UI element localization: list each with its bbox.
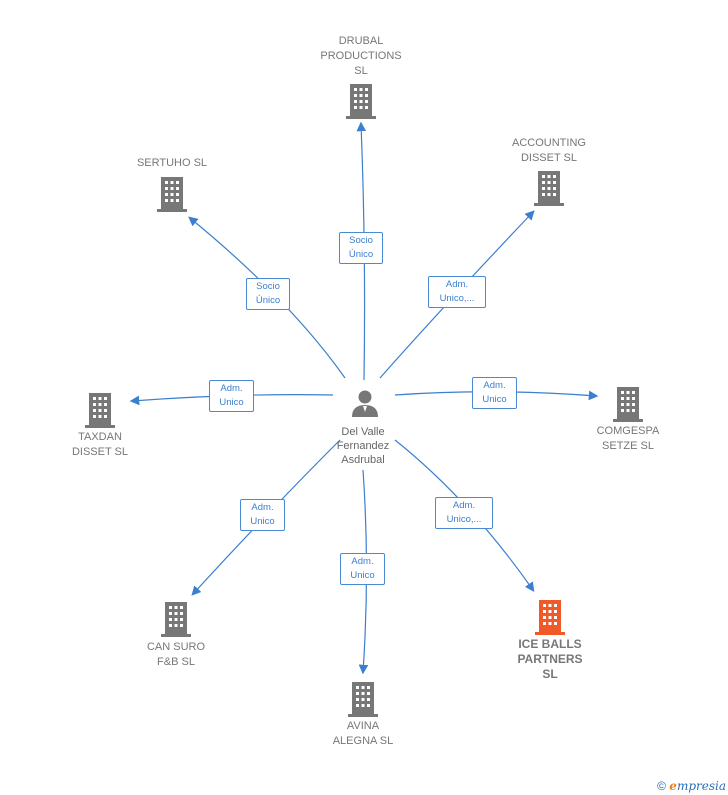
edge-label-comgespa[interactable]: Adm.Unico <box>472 377 517 409</box>
edge-label-taxdan[interactable]: Adm.Unico <box>209 380 254 412</box>
building-icon <box>613 387 643 422</box>
building-icon <box>348 682 378 717</box>
person-icon <box>352 390 378 417</box>
brand-rest: mpresia <box>676 779 726 793</box>
building-icon <box>85 393 115 428</box>
building-icon <box>161 602 191 637</box>
empresia-logo[interactable]: © empresia <box>657 779 726 793</box>
company-sertuho[interactable]: SERTUHO SL <box>112 156 232 212</box>
company-label: SERTUHO SL <box>136 157 208 169</box>
edge-label-accounting[interactable]: Adm.Unico,... <box>428 276 486 308</box>
building-icon <box>534 171 564 206</box>
building-icon <box>157 177 187 212</box>
edge-label-iceballs[interactable]: Adm.Unico,... <box>435 497 493 529</box>
person-node[interactable] <box>333 388 397 418</box>
edge-label-avina[interactable]: Adm.Unico <box>340 553 385 585</box>
edge-label-cansuro[interactable]: Adm.Unico <box>240 499 285 531</box>
person-name: Del Valle Fernandez Asdrubal <box>336 426 390 466</box>
brand-e: e <box>669 779 677 793</box>
building-icon-highlighted <box>535 600 565 635</box>
copyright-icon: © <box>657 779 666 793</box>
building-icon <box>346 84 376 119</box>
